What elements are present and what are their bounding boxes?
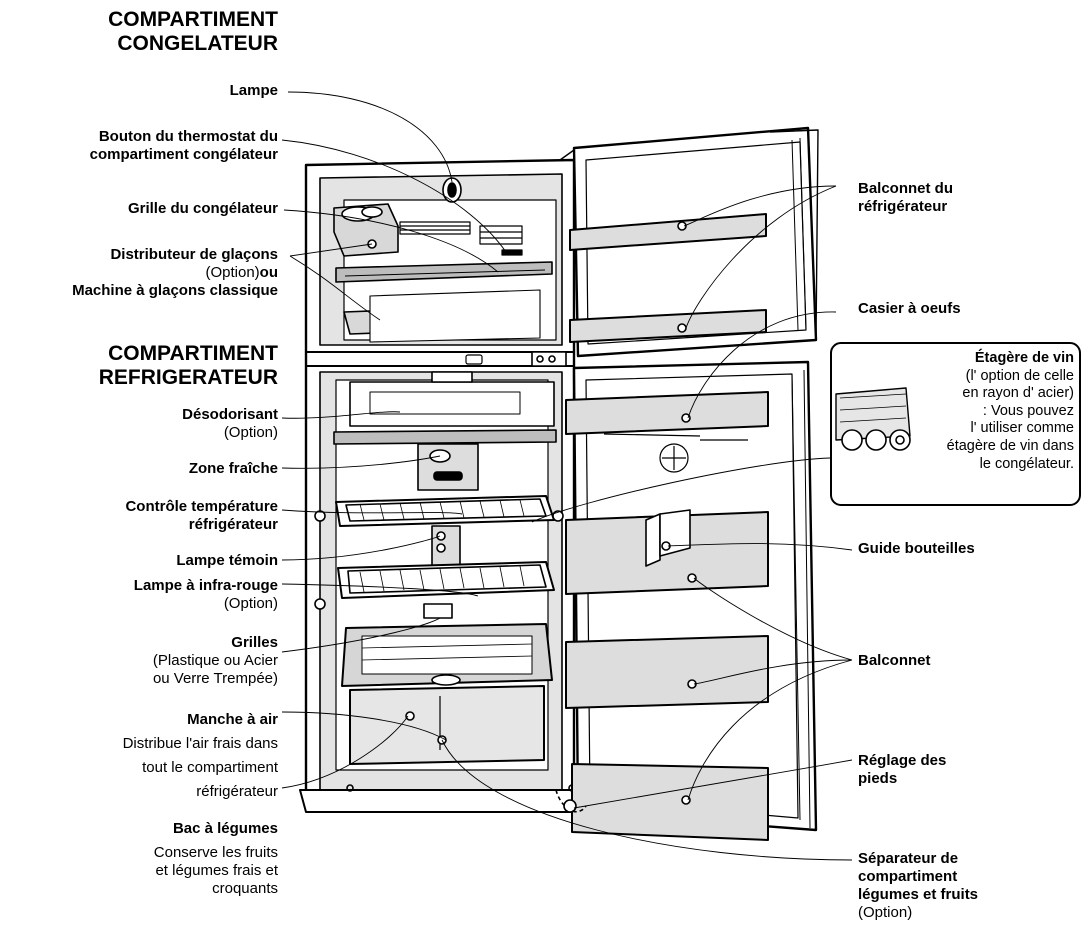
freezer-header-line-2: CONGELATEUR	[117, 32, 278, 55]
freezer-door	[572, 126, 819, 358]
bottom-balcony	[571, 763, 769, 841]
label-ice-dispenser: Distributeur de glaçons (Option)ou Machi…	[72, 246, 278, 300]
label-separator-line-2: compartiment	[858, 868, 958, 885]
wire-shelf-1-bars	[359, 499, 525, 521]
wine-shelf-line-5: étagère de vin dans	[946, 437, 1074, 454]
label-separator: Séparateur de compartiment légumes et fr…	[858, 850, 978, 922]
fridge-door	[572, 360, 818, 832]
wine-shelf-text: Étagère de vin (l' option de celle en ra…	[947, 350, 1074, 473]
fridge-door-details	[603, 433, 748, 473]
label-air-duct-desc-3: réfrigérateur	[196, 783, 278, 800]
adjustment-feet	[555, 789, 587, 813]
label-lampe: Lampe	[229, 82, 278, 99]
label-temp-control: Contrôle température réfrigérateur	[125, 498, 278, 534]
wine-shelf-line-2: en rayon d' acier)	[962, 385, 1074, 402]
label-indicator-lamp: Lampe témoin	[176, 552, 278, 569]
crisper-cover	[341, 623, 553, 687]
egg-tray	[565, 391, 769, 435]
label-air-duct: Manche à air Distribue l'air frais dans …	[123, 708, 278, 804]
label-shelves-desc-2: ou Verre Trempée)	[152, 670, 278, 687]
label-separator-line-1: Séparateur de	[858, 850, 959, 867]
ice-maker-classic	[343, 289, 541, 343]
label-deodorizer-title: Désodorisant	[182, 406, 278, 423]
bottle-balcony	[565, 509, 769, 595]
label-ice-dispenser-title: Distributeur de glaçons	[110, 246, 278, 263]
wine-shelf-inset-art	[835, 387, 911, 451]
fridge-compartment-header: COMPARTIMENT REFRIGERATEUR	[99, 342, 278, 390]
freezer-vents	[399, 221, 523, 256]
label-thermostat-line-1: Bouton du thermostat du	[98, 128, 278, 145]
wine-shelf-title: Étagère de vin	[974, 350, 1074, 366]
wine-shelf-line-3: : Vous pouvez	[982, 402, 1074, 419]
deodorizer	[349, 371, 555, 427]
lamp-tower	[431, 525, 461, 567]
label-crisper: Bac à légumes Conserve les fruits et lég…	[154, 820, 278, 898]
leader-lines	[281, 91, 853, 861]
label-balcony: Balconnet	[858, 652, 931, 669]
label-air-duct-desc-1: Distribue l'air frais dans	[122, 735, 278, 752]
crisper-drawer	[349, 674, 545, 765]
label-air-duct-desc-2: tout le compartiment	[142, 759, 278, 776]
freezer-shelf-grid	[344, 269, 546, 277]
label-freezer-grille: Grille du congélateur	[127, 200, 278, 217]
temp-control-unit	[417, 443, 479, 491]
label-temp-control-line-1: Contrôle température	[125, 498, 278, 515]
freezer-compartment-header: COMPARTIMENT CONGELATEUR	[108, 8, 278, 56]
label-fresh-zone: Zone fraîche	[188, 460, 278, 477]
label-deodorizer-option: (Option)	[223, 424, 278, 441]
label-crisper-desc-3: croquants	[212, 880, 278, 897]
label-deodorizer: Désodorisant (Option)	[182, 406, 278, 442]
label-infrared-lamp-option: (Option)	[223, 595, 278, 612]
label-ice-dispenser-option: (Option)	[205, 264, 260, 281]
label-crisper-title: Bac à légumes	[172, 820, 278, 837]
label-crisper-desc-2: et légumes frais et	[155, 862, 278, 879]
wire-shelf-2-bars	[359, 565, 525, 593]
freezer-lamp	[442, 177, 462, 203]
label-egg-tray: Casier à oeufs	[858, 300, 961, 317]
label-temp-control-line-2: réfrigérateur	[188, 516, 278, 533]
label-bottle-guide: Guide bouteilles	[858, 540, 975, 557]
wire-shelf-2	[337, 561, 555, 599]
label-thermostat-button: Bouton du thermostat du compartiment con…	[90, 128, 278, 164]
label-feet-line-2: pieds	[858, 770, 898, 787]
wine-shelf-inset-frame	[830, 342, 1081, 506]
label-shelves-desc-1: (Plastique ou Acier	[152, 652, 278, 669]
top-fridge-shelf	[333, 429, 557, 445]
fridge-header-line-2: REFRIGERATEUR	[98, 366, 278, 389]
label-feet-adjustment: Réglage des pieds	[858, 752, 946, 788]
wine-shelf-line-6: le congélateur.	[979, 455, 1074, 472]
label-classic-ice-maker: Machine à glaçons classique	[72, 282, 278, 299]
label-infrared-lamp: Lampe à infra-rouge (Option)	[134, 577, 278, 613]
label-feet-line-1: Réglage des	[858, 752, 947, 769]
label-separator-line-3: légumes et fruits	[858, 886, 979, 903]
label-crisper-desc-1: Conserve les fruits	[153, 844, 278, 861]
wire-shelf-1	[335, 495, 555, 527]
label-fridge-balcony-line-2: réfrigérateur	[858, 198, 948, 215]
label-air-duct-title: Manche à air	[187, 711, 278, 728]
label-separator-option: (Option)	[858, 904, 913, 921]
label-infrared-lamp-title: Lampe à infra-rouge	[133, 577, 278, 594]
wine-shelf-line-4: l' utiliser comme	[970, 420, 1074, 437]
freezer-header-line-1: COMPARTIMENT	[108, 8, 278, 31]
infrared-lamp	[423, 603, 453, 619]
wine-shelf-line-1: (l' option de celle	[965, 367, 1074, 384]
freezer-door-hinge	[531, 351, 567, 367]
label-fridge-balcony-line-1: Balconnet du	[858, 180, 954, 197]
freezer-door-balconies	[569, 213, 767, 343]
fridge-header-line-1: COMPARTIMENT	[108, 342, 278, 365]
label-shelves: Grilles (Plastique ou Acier ou Verre Tre…	[153, 634, 278, 688]
door-balcony	[565, 635, 769, 709]
label-fridge-balcony: Balconnet du réfrigérateur	[858, 180, 953, 216]
label-ice-dispenser-or: ou	[259, 264, 278, 281]
label-thermostat-line-2: compartiment congélateur	[89, 146, 278, 163]
label-shelves-title: Grilles	[231, 634, 278, 651]
freezer-shelf	[335, 261, 553, 283]
